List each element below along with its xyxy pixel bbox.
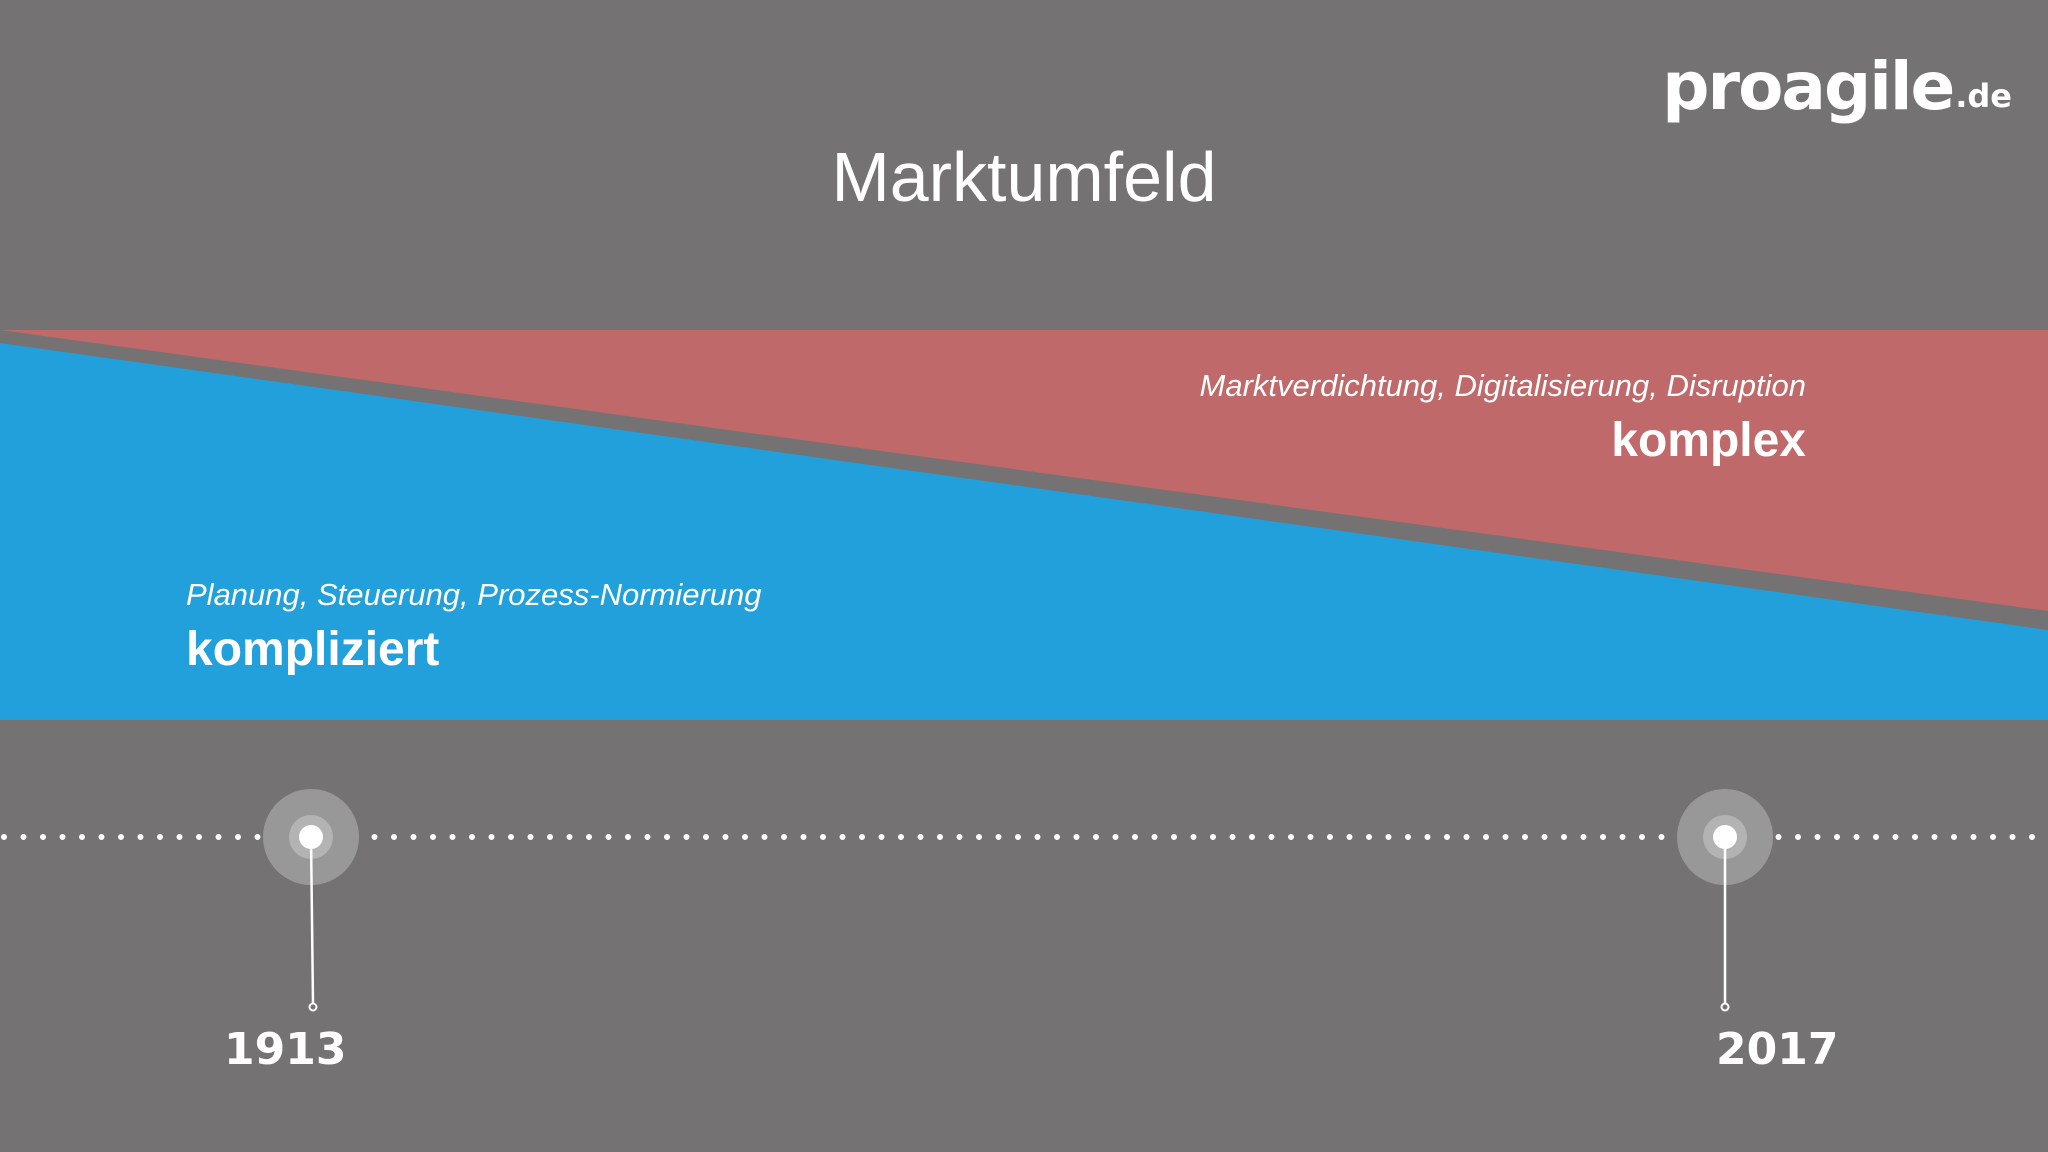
complex-label: komplex	[1611, 414, 1806, 467]
complicated-drivers-text: Planung, Steuerung, Prozess-Normierung	[186, 577, 762, 612]
timeline-marker-2017	[1677, 789, 1773, 1012]
timeline	[1, 789, 2048, 1012]
logo-domain-suffix: .de	[1955, 77, 2012, 115]
timeline-marker-1913	[263, 789, 359, 1012]
year-label-start: 1913	[224, 1024, 347, 1075]
year-label-end: 2017	[1716, 1024, 1839, 1075]
complicated-region	[0, 330, 2048, 720]
complex-drivers-text: Marktverdichtung, Digitalisierung, Disru…	[1199, 368, 1806, 403]
complicated-caption: Planung, Steuerung, Prozess-Normierung k…	[186, 579, 762, 674]
marker-stem-end	[308, 1002, 318, 1012]
logo-wordmark: proagile	[1662, 48, 1955, 125]
complex-caption: Marktverdichtung, Digitalisierung, Disru…	[1200, 370, 1806, 465]
slide-title: Marktumfeld	[831, 138, 1217, 216]
region-divider-line	[0, 330, 2048, 630]
marker-stem-end	[1720, 1002, 1730, 1012]
marker-stem	[309, 836, 315, 1005]
complicated-label: kompliziert	[186, 623, 440, 676]
proagile-logo: proagile .de	[1662, 30, 2012, 120]
market-environment-band	[0, 330, 2048, 720]
